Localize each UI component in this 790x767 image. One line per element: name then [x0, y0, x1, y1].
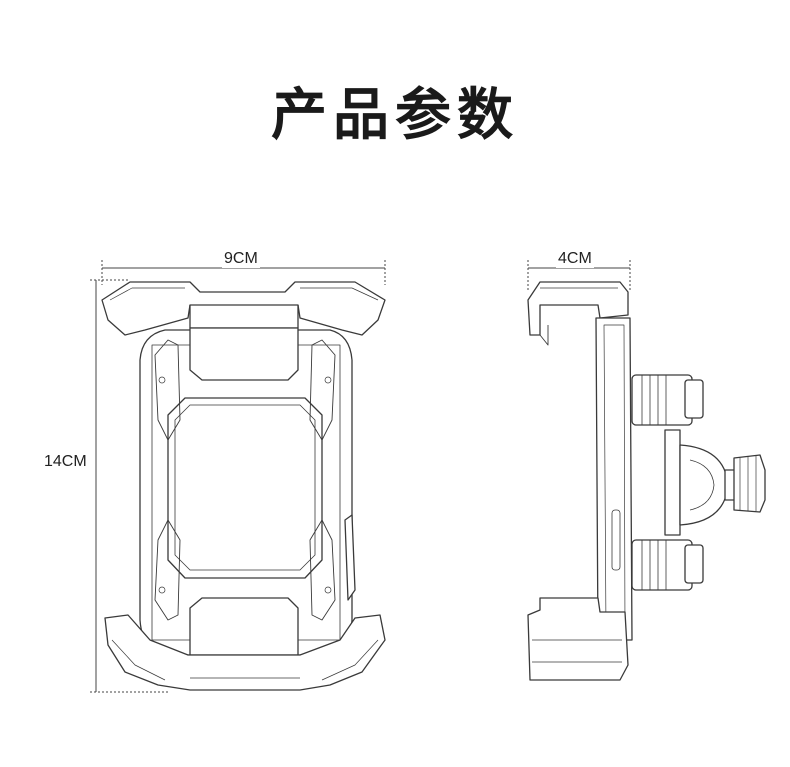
lower-spring [631, 539, 704, 591]
page-title: 产品参数 [271, 83, 519, 148]
side-plate [595, 317, 633, 641]
front-lower-window [189, 597, 299, 656]
front-center-screen [167, 397, 323, 579]
front-upper-window [189, 327, 299, 381]
side-depth-dimension [527, 260, 631, 290]
side-depth-label: 4CM [556, 250, 594, 268]
side-view [527, 281, 766, 681]
front-width-label: 9CM [222, 250, 260, 268]
side-bottom-clamp [527, 597, 629, 681]
side-mount-block [664, 429, 681, 536]
upper-spring [631, 374, 704, 426]
front-height-dimension [90, 279, 170, 693]
front-view [101, 281, 386, 691]
side-ball-joint [679, 444, 729, 526]
side-knob [733, 454, 766, 513]
front-bottom-clamp [104, 614, 386, 691]
front-top-clamp [101, 281, 386, 336]
front-height-label: 14CM [42, 453, 89, 471]
front-width-dimension [101, 260, 386, 285]
